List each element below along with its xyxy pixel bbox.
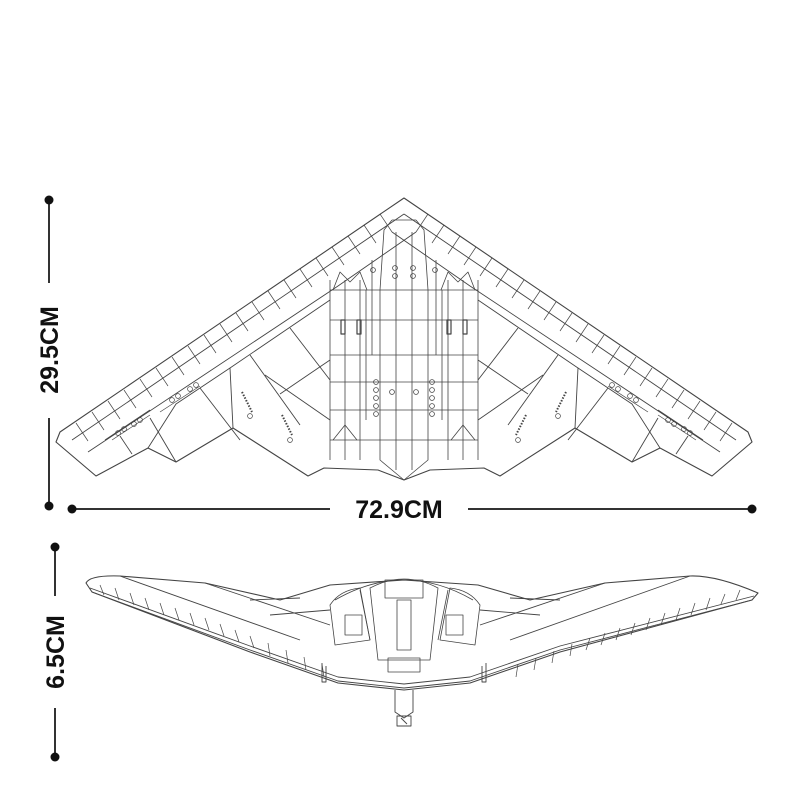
dimension-endpoint-dot [747,504,757,514]
top-view-aircraft [55,197,753,481]
dimension-endpoint-dot [50,542,60,552]
height-dimension-front-view: 6.5CM [42,542,70,762]
dimension-endpoint-dot [44,195,54,205]
width-label-top-view: 72.9CM [355,496,443,524]
height-dimension-top-view: 29.5CM [36,195,64,511]
front-view-aircraft [85,575,759,727]
height-label-front-view: 6.5CM [42,615,70,689]
width-dimension-top-view: 72.9CM [67,496,757,524]
height-label-top-view: 29.5CM [36,306,64,394]
dimension-endpoint-dot [50,752,60,762]
dimension-endpoint-dot [44,501,54,511]
dimension-endpoint-dot [67,504,77,514]
